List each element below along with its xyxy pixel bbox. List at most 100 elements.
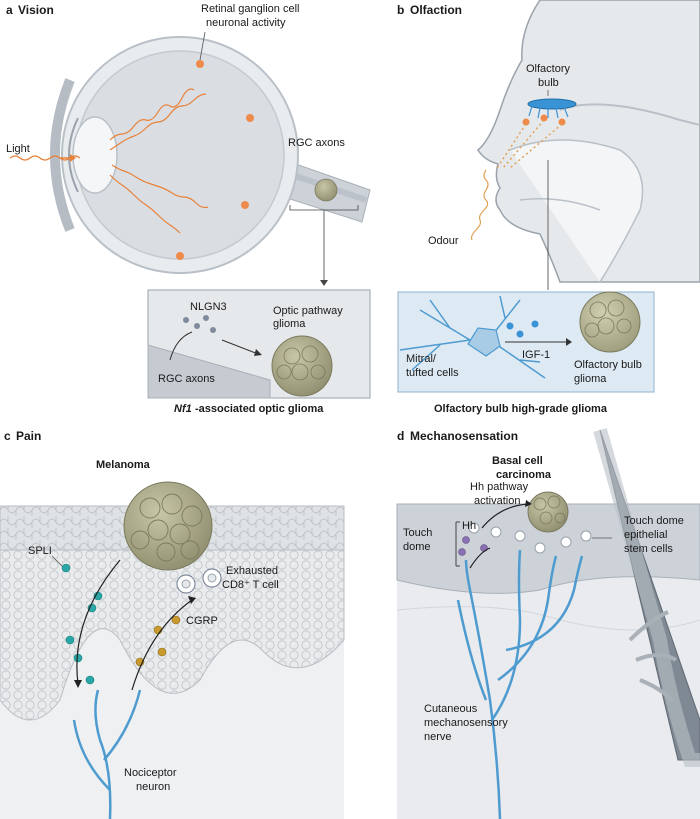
stem-cell: [534, 542, 546, 554]
panel-a: a Vision: [6, 3, 371, 415]
panel-c-title: Pain: [16, 429, 41, 443]
olf-glioma-line1: Olfactory bulb: [574, 359, 642, 371]
nociceptor-line2: neuron: [136, 781, 170, 793]
nlgn3-dot: [183, 317, 189, 323]
panel-c: c Pain: [0, 429, 345, 819]
melanoma-label: Melanoma: [96, 459, 151, 471]
head-profile-illustration: [477, 0, 700, 283]
nerve-line3: nerve: [424, 731, 452, 743]
light-label: Light: [6, 143, 30, 155]
connector-a-head: [320, 280, 328, 286]
rgc-star: [196, 60, 204, 68]
lens: [72, 116, 118, 194]
optic-glioma-line1: Optic pathway: [273, 305, 343, 317]
spli-dot: [61, 563, 71, 573]
arrow-up-right: [131, 599, 193, 691]
inset-a-axon-band: [147, 344, 271, 399]
bulb-stars: [522, 114, 566, 126]
skin-section-illustration: [0, 549, 345, 721]
exhausted-line2: CD8⁺ T cell: [222, 579, 279, 591]
rgc-star: [241, 201, 249, 209]
olfactory-glioma-tumor: [579, 291, 641, 353]
bcc-line1: Basal cell: [492, 455, 543, 467]
odour-wave: [470, 169, 489, 241]
exhausted-line1: Exhausted: [226, 565, 278, 577]
optic-glioma-tumor: [271, 335, 333, 397]
neuron-icon: [399, 295, 546, 379]
mitral-line2: tufted cells: [406, 367, 459, 379]
bulb-label-line2: bulb: [538, 77, 559, 89]
inset-rgc-axons: RGC axons: [158, 373, 215, 385]
mitral-line1: Mitral/: [406, 353, 437, 365]
bcc-tumor: [527, 491, 569, 533]
nlgn3-label: NLGN3: [190, 301, 227, 313]
caption-b: Olfactory bulb high-grade glioma: [434, 403, 608, 415]
stem-cell: [514, 530, 526, 542]
touch-line2: dome: [403, 541, 431, 553]
mechanosensory-nerve: [456, 549, 584, 819]
odour-label: Odour: [428, 235, 459, 247]
cgrp-label: CGRP: [186, 615, 218, 627]
hh-path-line1: Hh pathway: [470, 481, 529, 493]
panel-d-letter: d: [397, 429, 404, 443]
cgrp-dots: [135, 615, 181, 667]
hair-follicle-illustration: [593, 428, 700, 767]
mitral-soma: [467, 327, 501, 357]
nlgn3-dots: [183, 315, 216, 333]
panel-b-title: Olfaction: [410, 3, 462, 17]
hh-dot: [458, 548, 466, 556]
arrow-down-left: [76, 559, 121, 685]
rgc-stars: [176, 60, 254, 260]
panel-c-letter: c: [4, 429, 11, 443]
inset-a: NLGN3 Optic pathway glioma RGC axons: [147, 289, 371, 399]
stem-line3: stem cells: [624, 543, 673, 555]
panel-a-letter: a: [6, 3, 13, 17]
olfactory-bulb: [527, 98, 577, 119]
stem-cell: [490, 526, 502, 538]
panel-d-title: Mechanosensation: [410, 429, 518, 443]
hh-dots: [458, 536, 488, 556]
stem-cell: [560, 536, 572, 548]
panel-d: d Mechanosensation: [396, 428, 700, 819]
spli-label: SPLI: [28, 545, 52, 557]
rgc-axons-label: RGC axons: [288, 137, 345, 149]
light-arrowhead: [70, 154, 76, 162]
rgc-activity-line2: neuronal activity: [206, 17, 286, 29]
hh-activation-arrow: [481, 503, 529, 529]
arrow-up: [169, 331, 193, 361]
rgc-activity-line1: Retinal ganglion cell: [201, 3, 299, 15]
panel-a-title: Vision: [18, 3, 54, 17]
spli-dot: [85, 675, 95, 685]
touch-dome-bracket: [455, 521, 460, 567]
arrow-down-left-head: [74, 680, 82, 688]
arrow-right: [221, 339, 259, 355]
inset-b: Mitral/ tufted cells IGF-1 Olfactory bul…: [397, 291, 655, 393]
bulb-star: [540, 114, 548, 122]
olf-glioma-line2: glioma: [574, 373, 607, 385]
hh-label: Hh: [462, 520, 476, 532]
stem-cells: [468, 522, 592, 554]
t-cell-icon: [176, 568, 222, 594]
stem-cell: [468, 522, 480, 534]
hh-activation-arrowhead: [525, 500, 532, 507]
bulb-label-line1: Olfactory: [526, 63, 571, 75]
optic-glioma-line2: glioma: [273, 318, 306, 330]
rgc-star: [246, 114, 254, 122]
arrow-right-head: [254, 349, 262, 356]
igf1-dot: [506, 322, 514, 330]
spli-leader: [51, 555, 63, 567]
rgc-star: [176, 252, 184, 260]
eye-illustration: [50, 36, 299, 274]
touch-line1: Touch: [403, 527, 432, 539]
spli-dot: [65, 635, 75, 645]
arrow-up-right-head: [188, 596, 196, 604]
caption-a-italic: Nf1: [174, 403, 192, 415]
light-rays: [9, 88, 209, 234]
nerve-arrow: [469, 547, 491, 569]
nociceptor-line1: Nociceptor: [124, 767, 177, 779]
hh-dot: [462, 536, 470, 544]
cgrp-dot: [171, 615, 181, 625]
caption-a-rest: -associated optic glioma: [195, 403, 324, 415]
bulb-star: [522, 118, 530, 126]
